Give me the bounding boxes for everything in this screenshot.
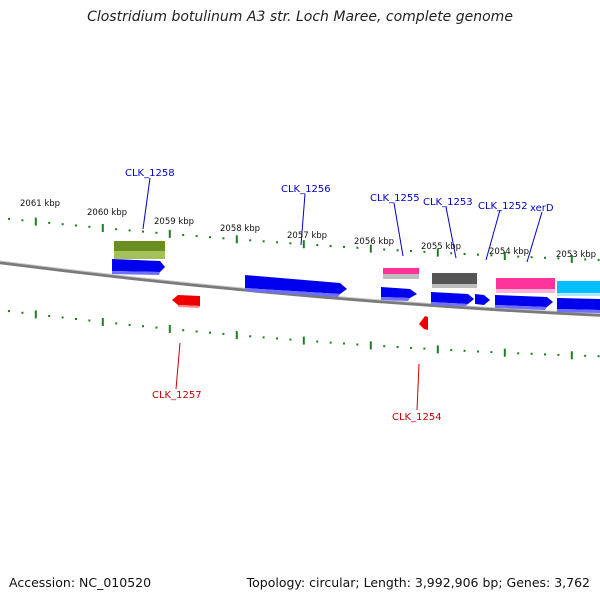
gene-forward-clk1252[interactable] xyxy=(495,295,553,310)
feature-top-cyan[interactable] xyxy=(557,281,600,296)
gene-label-forward[interactable]: xerD xyxy=(530,203,554,214)
gene-forward-clk1258[interactable] xyxy=(112,259,165,275)
gene-forward-small[interactable] xyxy=(475,294,490,305)
tick-row-top xyxy=(8,217,600,263)
gene-reverse-clk1257[interactable] xyxy=(172,295,200,308)
accession-text: Accession: NC_010520 xyxy=(9,575,152,590)
kbp-label: 2053 kbp xyxy=(556,250,596,260)
label-leader-lines xyxy=(142,177,543,411)
kbp-label: 2057 kbp xyxy=(287,231,327,241)
kbp-label: 2058 kbp xyxy=(220,224,260,234)
kbp-label: 2060 kbp xyxy=(87,208,127,218)
feature-top-pink[interactable] xyxy=(383,268,419,279)
gene-label-reverse[interactable]: CLK_1257 xyxy=(152,390,202,401)
gene-forward-clk1256[interactable] xyxy=(245,275,347,297)
genome-backbone xyxy=(0,260,600,317)
feature-top-pink-2[interactable] xyxy=(496,278,555,293)
gene-label-reverse[interactable]: CLK_1254 xyxy=(392,412,442,423)
tick-row-bottom xyxy=(8,310,600,360)
topology-stats: Topology: circular; Length: 3,992,906 bp… xyxy=(246,575,590,590)
genome-title: Clostridium botulinum A3 str. Loch Maree… xyxy=(87,9,513,25)
gene-label-forward[interactable]: CLK_1256 xyxy=(281,184,331,195)
gene-label-forward[interactable]: CLK_1258 xyxy=(125,168,175,179)
kbp-label: 2059 kbp xyxy=(154,217,194,227)
gene-label-forward[interactable]: CLK_1252 xyxy=(478,201,528,212)
gene-label-forward[interactable]: CLK_1255 xyxy=(370,193,420,204)
kbp-label: 2061 kbp xyxy=(20,199,60,209)
kbp-label: 2054 kbp xyxy=(489,247,529,257)
gene-forward-clk1255[interactable] xyxy=(381,287,417,301)
kbp-label: 2056 kbp xyxy=(354,237,394,247)
gene-forward-xerd[interactable] xyxy=(557,298,600,313)
gene-reverse-clk1254[interactable] xyxy=(419,316,428,330)
feature-top-grey[interactable] xyxy=(432,273,477,288)
feature-top-olive[interactable] xyxy=(114,241,165,259)
gene-forward-clk1253[interactable] xyxy=(431,292,474,306)
kbp-label: 2055 kbp xyxy=(421,242,461,252)
gene-label-forward[interactable]: CLK_1253 xyxy=(423,197,473,208)
